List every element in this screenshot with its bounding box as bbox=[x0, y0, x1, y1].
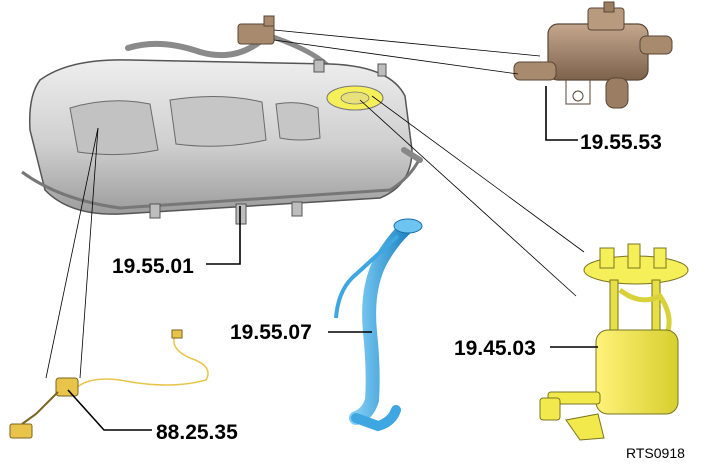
tank-rib-3 bbox=[275, 102, 321, 141]
valve-projection-line bbox=[273, 39, 519, 75]
valve-projection-line bbox=[273, 29, 541, 57]
filler-pipe-vent-tube bbox=[334, 234, 400, 319]
sender-projection-line bbox=[79, 127, 99, 379]
valve-mount-hole bbox=[572, 90, 584, 102]
tank-mount-tab bbox=[149, 203, 161, 219]
label-vent-valve: 19.55.53 bbox=[580, 131, 662, 154]
valve-bracket bbox=[565, 79, 591, 105]
label-fuel-pump-module: 19.45.03 bbox=[454, 337, 536, 360]
label-level-sender: 88.25.35 bbox=[156, 421, 238, 444]
tank-outlet-stub bbox=[401, 147, 423, 163]
filler-pipe-tube bbox=[349, 219, 415, 425]
tank-leader bbox=[206, 206, 241, 265]
pump-hoses bbox=[618, 288, 672, 342]
tank-breather-pipe bbox=[125, 37, 265, 59]
filler-pipe bbox=[334, 218, 423, 432]
fuel-tank bbox=[21, 15, 423, 225]
tank-mount-tab bbox=[235, 203, 247, 225]
pump-flange-connector bbox=[653, 247, 667, 269]
level-sender bbox=[9, 329, 209, 439]
pump-foot bbox=[565, 413, 605, 441]
pump-reservoir bbox=[595, 329, 679, 415]
valve-body bbox=[547, 23, 649, 81]
sender-connector bbox=[171, 329, 183, 339]
sender-projection-line bbox=[45, 127, 99, 379]
sender-leader bbox=[67, 389, 152, 431]
tank-rib-1 bbox=[69, 100, 159, 156]
label-filler-pipe: 19.55.07 bbox=[230, 321, 312, 344]
sender-housing bbox=[55, 377, 79, 397]
tank-top-clip bbox=[313, 59, 325, 73]
tank-top-clip bbox=[377, 63, 387, 77]
label-fuel-tank: 19.55.01 bbox=[112, 255, 194, 278]
pump-projection-line bbox=[359, 99, 577, 297]
vent-valve bbox=[513, 1, 673, 109]
figure-reference: RTS0918 bbox=[626, 445, 685, 461]
valve-side-port bbox=[639, 35, 673, 55]
sender-float-arm bbox=[21, 391, 59, 425]
filler-outlet bbox=[351, 405, 401, 432]
pump-flange-connector bbox=[599, 247, 615, 269]
valve-lower-port bbox=[605, 77, 629, 109]
leader-lines bbox=[45, 29, 598, 431]
pump-float bbox=[539, 397, 561, 421]
pump-flange-connector bbox=[627, 243, 641, 269]
tank-pump-opening-inner bbox=[340, 91, 370, 105]
tank-mount-tab bbox=[291, 201, 303, 217]
tank-rib-2 bbox=[169, 95, 267, 147]
tank-mounted-valve bbox=[237, 23, 275, 45]
tank-mounted-valve-cap bbox=[263, 15, 275, 27]
fuel-pump-module bbox=[539, 243, 689, 441]
sender-float bbox=[9, 423, 33, 439]
valve-leader bbox=[545, 86, 578, 141]
pump-projection-line bbox=[371, 95, 585, 253]
tank-flange bbox=[21, 157, 422, 210]
filler-neck bbox=[393, 218, 423, 234]
sender-wire bbox=[75, 333, 209, 389]
valve-top-connector bbox=[603, 1, 615, 13]
valve-left-port bbox=[513, 61, 557, 81]
